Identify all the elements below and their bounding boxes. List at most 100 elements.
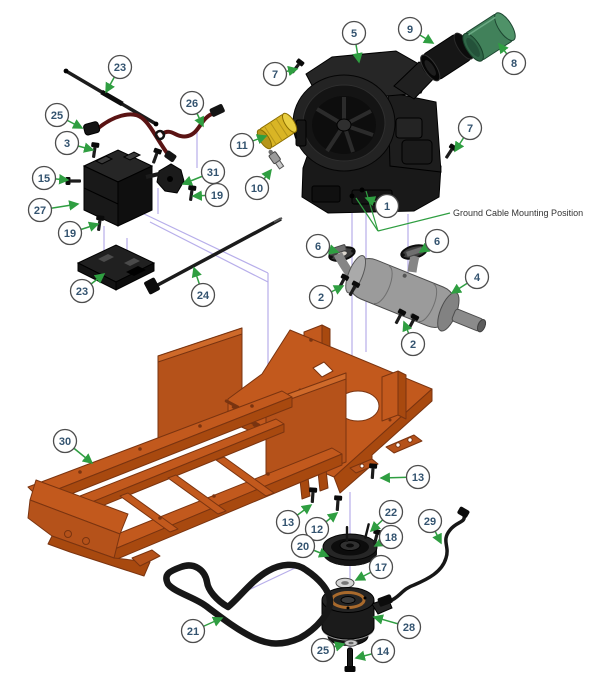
callout-20: 20	[290, 533, 330, 559]
callout-6: 6	[418, 228, 450, 254]
leader-line	[149, 221, 269, 283]
callout-circle	[200, 159, 226, 185]
callout-circle	[275, 509, 301, 535]
callout-number: 25	[51, 110, 63, 122]
drive-belt	[163, 561, 334, 647]
pointer-line	[377, 212, 451, 232]
callout-circle	[370, 638, 396, 664]
callout-2: 2	[400, 320, 426, 357]
callout-circle	[27, 197, 53, 223]
callout-number: 11	[236, 140, 248, 152]
pointer-line	[355, 197, 379, 232]
callout-number: 26	[186, 98, 198, 110]
callout-circle	[31, 165, 57, 191]
callout-number: 15	[38, 173, 50, 185]
callout-23: 23	[69, 273, 106, 304]
washer-17	[335, 577, 355, 589]
callout-circle	[368, 554, 394, 580]
callout-25: 25	[310, 637, 346, 663]
callout-circle	[396, 614, 422, 640]
clutch-wire-harness	[377, 506, 470, 607]
callout-number: 20	[297, 541, 309, 553]
callout-number: 7	[467, 123, 473, 135]
interlock-bracket	[145, 163, 185, 194]
callout-circle	[457, 115, 483, 141]
callout-15: 15	[31, 165, 70, 191]
callout-11: 11	[229, 132, 268, 158]
callout-circle	[310, 637, 336, 663]
callout-circle	[262, 61, 288, 87]
callout-30: 30	[52, 428, 94, 464]
callout-number: 12	[311, 524, 323, 536]
callout-number: 17	[375, 562, 387, 574]
callout-circle	[308, 284, 334, 310]
battery-cable-negative	[154, 104, 225, 141]
callout-circle	[107, 54, 133, 80]
callout-circle	[69, 278, 95, 304]
callout-circle	[405, 464, 431, 490]
callout-7: 7	[262, 61, 299, 87]
callout-circle	[304, 516, 330, 542]
callout-12: 12	[304, 512, 339, 542]
leader-line	[139, 211, 269, 274]
callout-18: 18	[373, 524, 404, 550]
pulley	[322, 533, 378, 566]
callout-number: 24	[197, 290, 210, 302]
callout-number: 8	[511, 58, 517, 70]
clutch-bolt	[344, 647, 356, 672]
callout-number: 7	[272, 69, 278, 81]
callout-circle	[44, 102, 70, 128]
callout-number: 27	[34, 205, 46, 217]
callout-number: 29	[424, 516, 436, 528]
callout-circle	[190, 282, 216, 308]
callout-number: 23	[114, 62, 126, 74]
callout-5: 5	[341, 20, 367, 64]
callout-number: 14	[377, 646, 390, 658]
callout-number: 19	[211, 190, 223, 202]
battery	[82, 149, 154, 227]
callout-circle	[424, 228, 450, 254]
callout-circle	[501, 50, 527, 76]
callout-14: 14	[354, 638, 396, 664]
callout-9: 9	[397, 16, 435, 44]
callout-circle	[400, 331, 426, 357]
callout-number: 31	[207, 167, 219, 179]
callout-number: 19	[64, 228, 76, 240]
callout-circle	[374, 193, 400, 219]
callout-number: 4	[474, 272, 481, 284]
callout-29: 29	[417, 508, 443, 545]
callout-number: 23	[76, 286, 88, 298]
callout-number: 28	[403, 622, 415, 634]
callout-circle	[244, 175, 270, 201]
callout-28: 28	[372, 614, 422, 640]
callout-number: 6	[315, 241, 321, 253]
callout-number: 3	[64, 138, 70, 150]
callout-circle	[179, 90, 205, 116]
muffler	[328, 244, 487, 333]
callout-circle	[180, 618, 206, 644]
callout-4: 4	[450, 264, 490, 294]
callout-number: 30	[59, 436, 71, 448]
callout-number: 2	[410, 339, 416, 351]
callout-24: 24	[190, 266, 216, 308]
callout-number: 9	[407, 24, 413, 36]
callout-13: 13	[379, 464, 431, 490]
callout-number: 2	[318, 292, 324, 304]
callout-circle	[464, 264, 490, 290]
engine	[292, 50, 442, 214]
callout-circle	[54, 130, 80, 156]
callout-number: 1	[384, 201, 390, 213]
callout-circle	[290, 533, 316, 559]
oil-filter	[256, 112, 298, 150]
electric-clutch	[321, 587, 393, 646]
callout-circle	[52, 428, 78, 454]
callout-22: 22	[369, 499, 404, 533]
washer-25	[344, 639, 358, 647]
callout-number: 5	[351, 28, 357, 40]
callout-number: 22	[385, 507, 397, 519]
callout-number: 6	[434, 236, 440, 248]
callout-6: 6	[305, 233, 340, 259]
callout-27: 27	[27, 197, 80, 223]
frame	[27, 324, 433, 577]
